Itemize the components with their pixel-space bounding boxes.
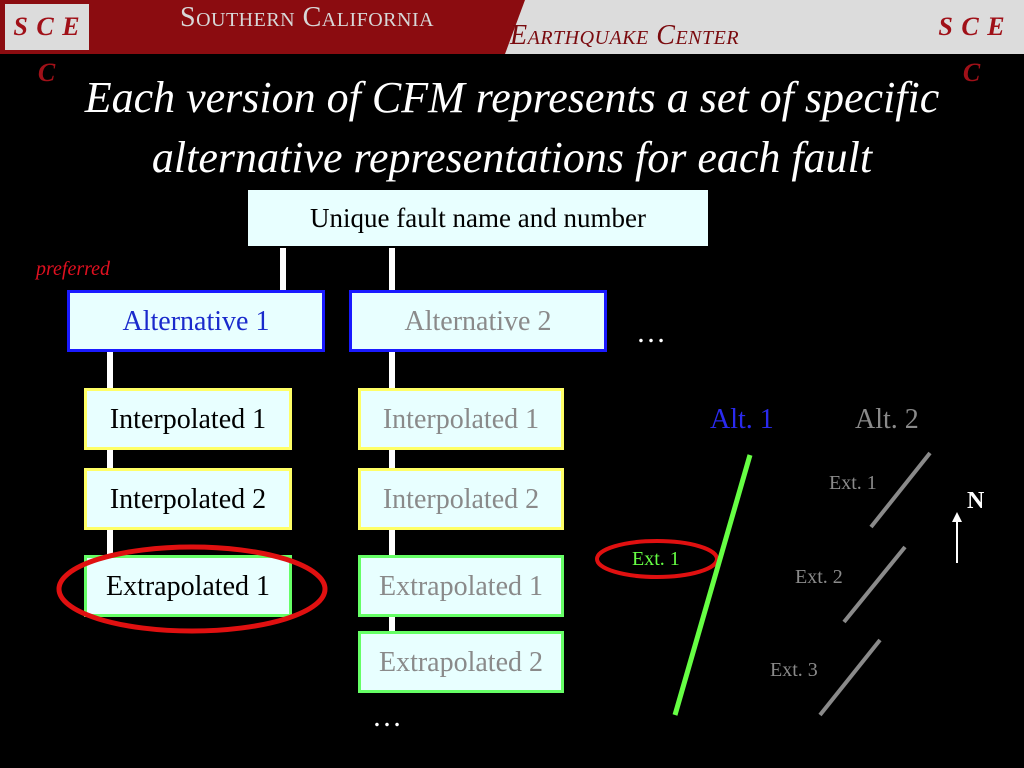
org-name-line2: Earthquake Center bbox=[510, 20, 740, 51]
alt1-interpolated-1: Interpolated 1 bbox=[84, 388, 292, 450]
alt2-ext3-label: Ext. 3 bbox=[770, 659, 818, 681]
scec-logo-right-text: S C E C bbox=[938, 12, 1006, 87]
alt2-ext2-label: Ext. 2 bbox=[795, 566, 843, 588]
alt2-ext2-fault-trace bbox=[842, 545, 907, 624]
alternative-1-box: Alternative 1 bbox=[67, 290, 325, 352]
alt2-interpolated-1: Interpolated 1 bbox=[358, 388, 564, 450]
slide-title: Each version of CFM represents a set of … bbox=[0, 68, 1024, 188]
extrapolated-highlight-ellipse bbox=[56, 544, 328, 634]
alt1-interpolated-2: Interpolated 2 bbox=[84, 468, 292, 530]
ext1-highlight-ellipse bbox=[595, 539, 719, 579]
more-children-ellipsis: … bbox=[372, 700, 402, 733]
title-line1: Each version of CFM represents a set of … bbox=[84, 73, 940, 122]
preferred-label: preferred bbox=[36, 258, 111, 280]
org-name-line1: Southern California bbox=[180, 2, 435, 33]
scec-logo-left: S C E C bbox=[5, 4, 89, 87]
alt2-interpolated-2: Interpolated 2 bbox=[358, 468, 564, 530]
alternative-2-box: Alternative 2 bbox=[349, 290, 607, 352]
scec-logo-left-text: S C E C bbox=[13, 12, 81, 87]
alt2-ext3-fault-trace bbox=[818, 638, 882, 717]
alt2-ext1-fault-trace bbox=[869, 451, 932, 529]
alt1-extrapolated-1: Extrapolated 1 bbox=[84, 555, 292, 617]
alt2-map-label: Alt. 2 bbox=[855, 404, 919, 435]
alt2-extrapolated-1: Extrapolated 1 bbox=[358, 555, 564, 617]
alt1-ext1-label: Ext. 1 bbox=[632, 548, 680, 570]
banner-shape bbox=[505, 0, 1024, 54]
alt1-fault-trace bbox=[672, 454, 753, 716]
alt1-map-label: Alt. 1 bbox=[710, 404, 774, 435]
scec-logo-right: S C E C bbox=[930, 4, 1014, 87]
title-line2: alternative representations for each fau… bbox=[151, 133, 873, 182]
more-alternatives-ellipsis: … bbox=[636, 316, 666, 349]
north-label: N bbox=[967, 488, 985, 514]
north-arrow-head bbox=[952, 512, 962, 522]
alt2-ext1-label: Ext. 1 bbox=[829, 472, 877, 494]
fault-name-box: Unique fault name and number bbox=[248, 190, 708, 246]
alt2-extrapolated-2: Extrapolated 2 bbox=[358, 631, 564, 693]
